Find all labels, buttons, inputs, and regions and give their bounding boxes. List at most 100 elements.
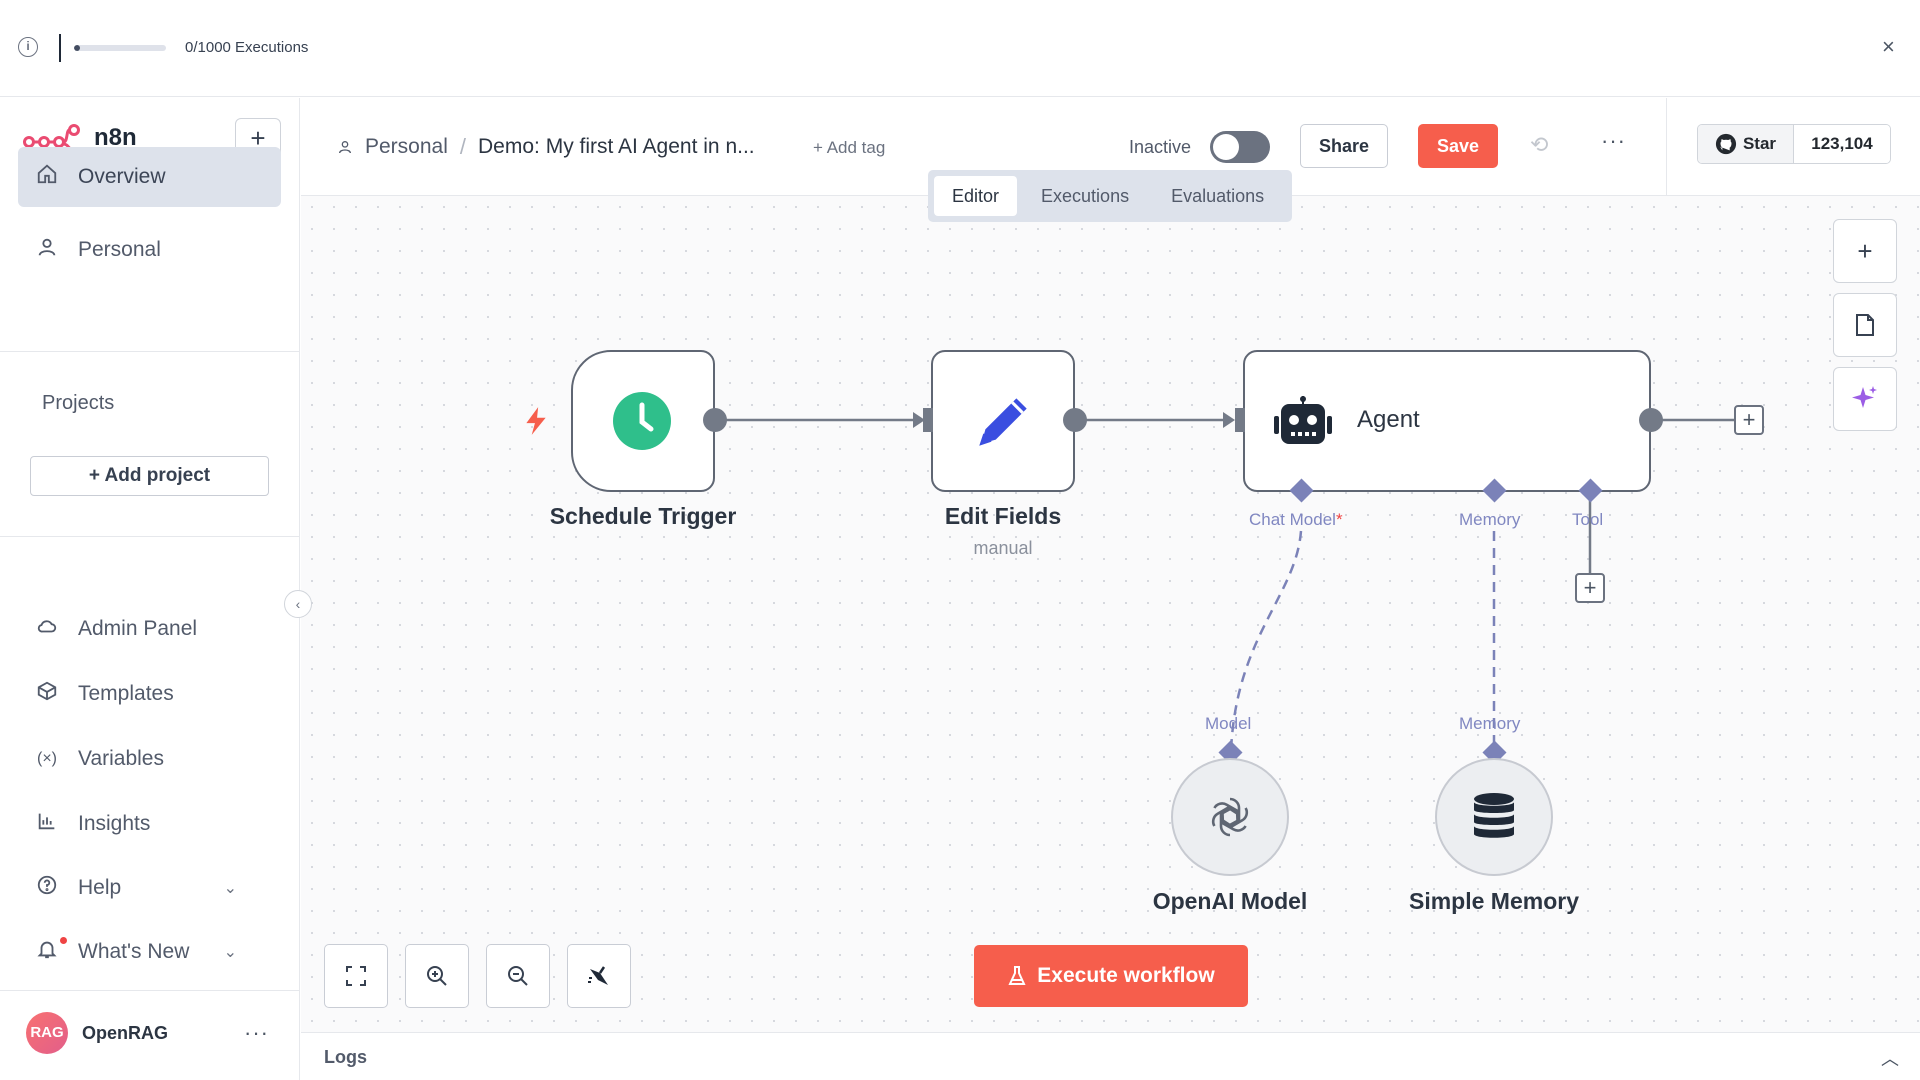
logs-label: Logs	[324, 1047, 367, 1067]
github-star-count: 123,104	[1794, 125, 1890, 163]
ai-assistant-button[interactable]	[1833, 367, 1897, 431]
sidebar-item-personal[interactable]: Personal	[18, 220, 281, 280]
workflow-title[interactable]: Demo: My first AI Agent in n...	[478, 135, 755, 158]
output-port[interactable]	[703, 408, 727, 432]
info-icon[interactable]: i	[18, 37, 38, 57]
home-icon	[36, 163, 58, 191]
zoom-out-icon	[508, 966, 528, 986]
input-port[interactable]	[1235, 408, 1245, 432]
node-label: Simple Memory	[1409, 888, 1579, 914]
arrow-head	[913, 412, 925, 428]
sidebar-item-label: What's New	[78, 940, 190, 963]
add-tag-button[interactable]: + Add tag	[813, 138, 886, 157]
github-star-button[interactable]: Star	[1698, 125, 1794, 163]
logs-panel[interactable]: Logs ︿	[301, 1032, 1920, 1080]
brand-logo[interactable]: n8n	[22, 122, 137, 154]
chevron-down-icon: ⌄	[223, 880, 237, 897]
breadcrumb-project[interactable]: Personal	[365, 135, 448, 158]
collapse-sidebar-button[interactable]: ‹	[284, 590, 312, 618]
add-node-panel-button[interactable]: +	[1833, 219, 1897, 283]
workflow-canvas[interactable]: Schedule Trigger Edit Fields manual Agen…	[301, 196, 1920, 1032]
sidebar-item-label: Help	[78, 876, 122, 899]
robot-icon	[1274, 396, 1332, 444]
tab-editor[interactable]: Editor	[934, 176, 1018, 216]
workflow-header: Personal / Demo: My first AI Agent in n.…	[301, 98, 1920, 196]
node-openai-model[interactable]	[1171, 758, 1289, 876]
sidebar-item-overview[interactable]: Overview	[18, 147, 281, 207]
more-options-icon[interactable]: ···	[244, 1020, 269, 1045]
model-port-label: Model	[1205, 714, 1252, 733]
chevron-up-icon[interactable]: ︿	[1881, 1049, 1899, 1069]
more-options-icon[interactable]: ···	[1601, 128, 1626, 153]
node-label: OpenAI Model	[1152, 888, 1308, 914]
brand-name: n8n	[94, 124, 137, 151]
output-port[interactable]	[1639, 408, 1663, 432]
sidebar-item-insights[interactable]: Insights	[18, 794, 281, 854]
sidebar-item-templates[interactable]: Templates	[18, 664, 281, 724]
sidebar-item-label: Insights	[78, 812, 151, 835]
tool-port-label: Tool	[1572, 510, 1604, 529]
status-label: Inactive	[1129, 137, 1192, 157]
breadcrumb-separator: /	[459, 134, 467, 159]
add-node-button[interactable]: +	[1734, 405, 1764, 435]
openai-icon	[1211, 797, 1249, 837]
flask-icon	[1008, 966, 1026, 985]
save-button[interactable]: Save	[1418, 124, 1498, 168]
chart-icon	[36, 810, 58, 838]
chevron-down-icon: ⌄	[223, 944, 237, 961]
executions-count: 0/1000 Executions	[185, 39, 309, 56]
zoom-in-button[interactable]	[405, 944, 469, 1008]
tidy-up-button[interactable]	[567, 944, 631, 1008]
node-edit-fields[interactable]	[931, 350, 1075, 492]
history-icon[interactable]: ⟲	[1530, 132, 1549, 157]
memory-port-label: Memory	[1459, 510, 1521, 529]
add-project-button[interactable]: + Add project	[30, 456, 269, 496]
node-agent[interactable]: Agent	[1243, 350, 1651, 492]
projects-heading: Projects	[42, 392, 115, 414]
required-marker: *	[1335, 510, 1343, 529]
memory-in-port-label: Memory	[1459, 714, 1521, 733]
node-label: Agent	[1357, 406, 1420, 433]
arrow-head	[1223, 412, 1235, 428]
pencil-icon	[979, 398, 1027, 446]
zoom-out-button[interactable]	[486, 944, 550, 1008]
github-star-widget[interactable]: Star 123,104	[1697, 124, 1891, 164]
sidebar-divider	[0, 990, 300, 991]
sidebar: n8n + Overview Personal Projects + Add p…	[0, 98, 300, 1080]
view-tabs: Editor Executions Evaluations	[928, 170, 1292, 222]
execute-workflow-button[interactable]: Execute workflow	[974, 945, 1248, 1007]
active-toggle[interactable]	[1210, 131, 1270, 163]
port-label-text: Chat Model	[1249, 510, 1336, 529]
node-schedule-trigger[interactable]	[571, 350, 715, 492]
node-subtitle: manual	[973, 538, 1033, 558]
sidebar-divider	[0, 536, 300, 537]
bell-icon	[36, 938, 58, 966]
sidebar-item-label: Personal	[78, 238, 161, 261]
sticky-note-button[interactable]	[1833, 293, 1897, 357]
node-simple-memory[interactable]	[1435, 758, 1553, 876]
connection-chat-model	[1229, 530, 1303, 752]
cloud-icon	[36, 615, 58, 643]
toggle-knob	[1213, 134, 1239, 160]
close-icon[interactable]: ×	[1882, 34, 1895, 59]
breadcrumb: Personal / Demo: My first AI Agent in n.…	[337, 134, 755, 160]
sidebar-item-whats-new[interactable]: What's New ⌄	[18, 922, 281, 982]
node-label: Edit Fields	[944, 503, 1062, 529]
sidebar-item-help[interactable]: Help ⌄	[18, 858, 281, 918]
sidebar-item-label: Templates	[78, 682, 174, 705]
sidebar-item-variables[interactable]: (×) Variables	[18, 729, 281, 789]
database-icon	[1474, 793, 1514, 838]
fit-view-button[interactable]	[324, 944, 388, 1008]
sidebar-item-label: Variables	[78, 747, 164, 770]
output-port[interactable]	[1063, 408, 1087, 432]
input-port[interactable]	[923, 408, 933, 432]
execute-workflow-label: Execute workflow	[1037, 964, 1215, 987]
sidebar-item-admin-panel[interactable]: Admin Panel	[18, 599, 281, 659]
share-button[interactable]: Share	[1300, 124, 1388, 168]
plus-icon: +	[88, 465, 105, 486]
node-label: Schedule Trigger	[549, 503, 737, 529]
tab-executions[interactable]: Executions	[1041, 186, 1130, 206]
user-menu[interactable]: RAG OpenRAG	[26, 1012, 168, 1054]
tab-evaluations[interactable]: Evaluations	[1171, 186, 1265, 206]
add-tool-button[interactable]: +	[1575, 573, 1605, 603]
